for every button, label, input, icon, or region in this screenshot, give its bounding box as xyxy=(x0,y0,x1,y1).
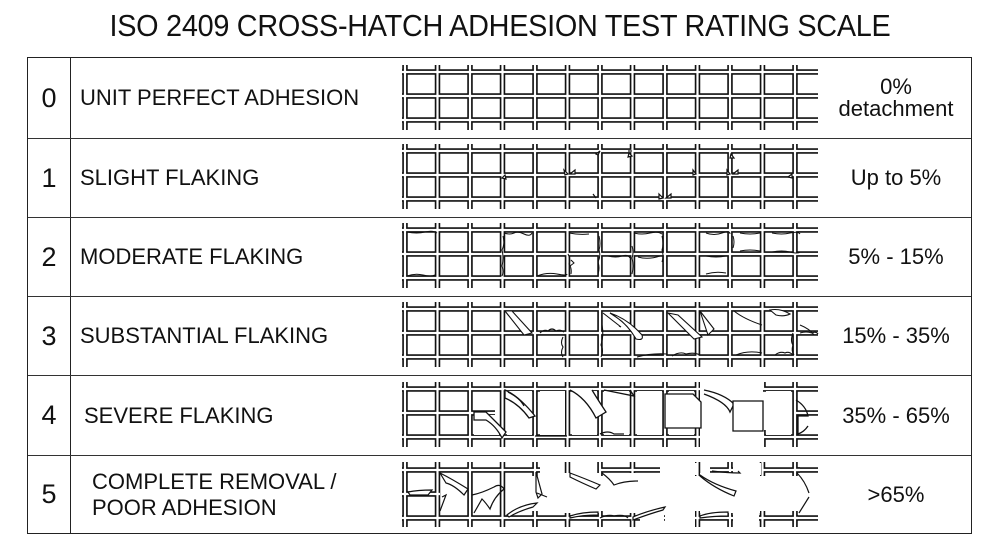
class-description: SLIGHT FLAKING xyxy=(80,165,260,190)
table-row-0: 0 UNIT PERFECT ADHESION 0% detachment xyxy=(28,58,971,138)
class-number: 0 xyxy=(28,58,71,138)
class-description: SUBSTANTIAL FLAKING xyxy=(80,323,329,348)
detachment-value: 15% - 35% xyxy=(842,323,950,348)
table-row-3: 3 SUBSTANTIAL FLAKING 15% - 35% xyxy=(28,296,971,375)
class-number: 3 xyxy=(28,297,71,375)
class-number: 5 xyxy=(28,456,71,533)
class-description: COMPLETE REMOVAL / POOR ADHESION xyxy=(92,456,337,533)
class-number: 4 xyxy=(28,376,71,455)
table-row-5: 5 COMPLETE REMOVAL / POOR ADHESION >65% xyxy=(28,455,971,533)
class-description: MODERATE FLAKING xyxy=(80,244,304,269)
detachment-value: 35% - 65% xyxy=(842,402,950,428)
detachment-percent: 0% xyxy=(880,74,912,99)
detachment-caption: detachment xyxy=(838,96,954,121)
table-row-4: 4 SEVERE FLAKING 35% - 65% xyxy=(28,375,971,455)
page-title: ISO 2409 CROSS-HATCH ADHESION TEST RATIN… xyxy=(109,8,891,43)
class-number: 1 xyxy=(28,139,71,217)
class-description: SEVERE FLAKING xyxy=(84,402,274,428)
table-row-1: 1 SLIGHT FLAKING Up to 5% xyxy=(28,138,971,217)
class-description: UNIT PERFECT ADHESION xyxy=(80,85,360,110)
table-row-2: 2 MODERATE FLAKING 5% - 15% xyxy=(28,217,971,296)
detachment-value: >65% xyxy=(867,481,925,507)
class-description-line-2: POOR ADHESION xyxy=(92,494,277,520)
class-description-line-1: COMPLETE REMOVAL / xyxy=(92,468,337,494)
detachment-value: Up to 5% xyxy=(850,165,942,190)
detachment-value: 5% - 15% xyxy=(848,244,944,269)
class-number: 2 xyxy=(28,218,71,296)
detachment-value: 0% detachment xyxy=(821,58,971,138)
rating-scale-table: 0 UNIT PERFECT ADHESION 0% detachment 1 … xyxy=(27,57,972,534)
